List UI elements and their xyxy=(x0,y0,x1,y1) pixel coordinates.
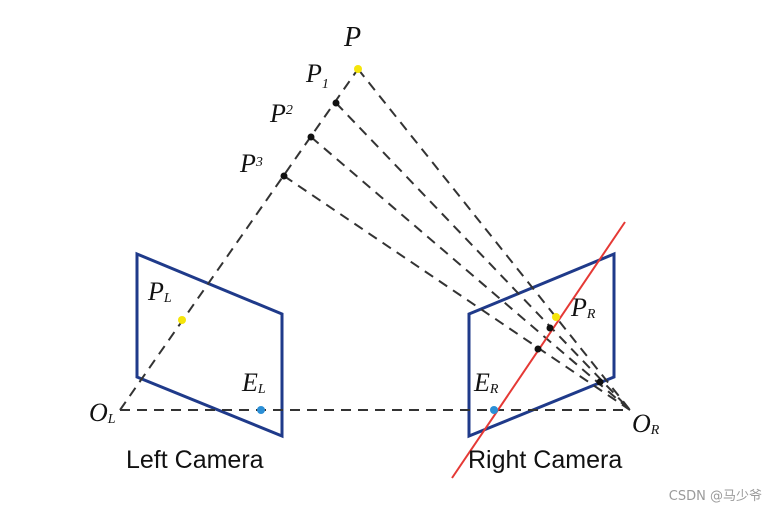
ray-p1-to-or xyxy=(335,102,631,411)
label-el-sub: L xyxy=(257,382,266,397)
label-p2-base: P xyxy=(269,99,286,128)
ray-p-to-or xyxy=(357,68,631,411)
label-pl-sub: L xyxy=(163,291,172,306)
label-ol: OL xyxy=(89,398,116,427)
point-pl xyxy=(178,316,186,324)
point-pr xyxy=(552,313,560,321)
label-p1-sub: 1 xyxy=(322,77,329,92)
label-p2-sub: 2 xyxy=(286,103,293,118)
label-ol-base: O xyxy=(89,398,108,427)
left-image-plane xyxy=(135,251,284,439)
label-or: OR xyxy=(632,409,660,438)
right-camera-label: Right Camera xyxy=(468,446,622,474)
label-pl: PL xyxy=(147,277,172,306)
point-proj-p1 xyxy=(546,324,554,332)
watermark: CSDN @马少爷 xyxy=(669,489,762,504)
label-p3: P3 xyxy=(239,149,263,178)
label-pr: PR xyxy=(570,293,596,322)
point-p xyxy=(354,65,362,73)
ray-p3-to-or xyxy=(283,175,631,411)
left-ray-dashed xyxy=(119,68,359,411)
left-camera-label: Left Camera xyxy=(126,446,264,474)
label-pr-sub: R xyxy=(586,307,596,322)
point-proj-p2 xyxy=(534,345,542,353)
label-el: EL xyxy=(241,368,266,397)
label-er-sub: R xyxy=(489,382,499,397)
point-er xyxy=(490,406,498,414)
label-p3-sub: 3 xyxy=(255,155,263,170)
label-p1-base: P xyxy=(305,59,322,88)
label-pr-base: P xyxy=(570,293,587,322)
label-p: P xyxy=(343,22,361,53)
point-p3 xyxy=(280,172,288,180)
label-er-base: E xyxy=(473,368,490,397)
label-p2: P2 xyxy=(269,99,293,128)
label-pl-base: P xyxy=(147,277,164,306)
point-p2 xyxy=(307,133,315,141)
point-proj-p3 xyxy=(596,378,604,386)
label-p3-base: P xyxy=(239,149,256,178)
label-er: ER xyxy=(473,368,499,397)
right-image-plane xyxy=(467,251,616,439)
label-p1: P1 xyxy=(305,59,329,92)
label-ol-sub: L xyxy=(107,412,116,427)
label-or-base: O xyxy=(632,409,651,438)
label-or-sub: R xyxy=(650,423,660,438)
label-el-base: E xyxy=(241,368,258,397)
point-p1 xyxy=(332,99,340,107)
ray-p2-to-or xyxy=(310,136,631,411)
point-el xyxy=(257,406,265,414)
